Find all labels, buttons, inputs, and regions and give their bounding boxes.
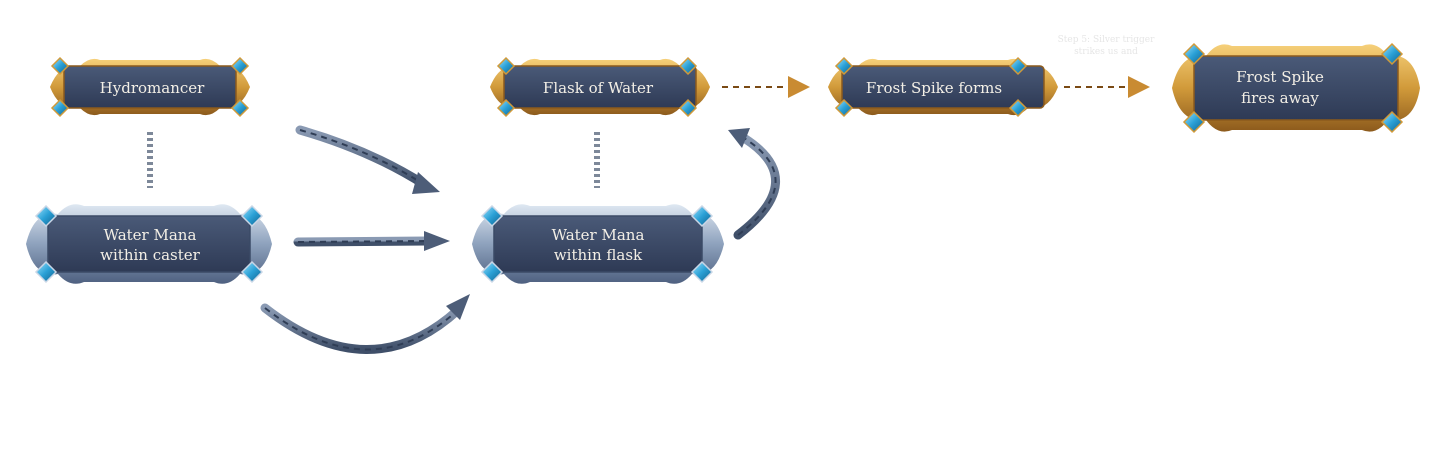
node-water-mana-within-caster-label-line1: Water Mana [104,226,197,244]
node-frost-spike-forms: Frost Spike forms [828,56,1058,118]
arrow-frost-spike-to-fires [1059,76,1150,98]
node-frost-spike-fires-away-label-line1: Frost Spike [1236,68,1324,86]
arrow-flask-to-frost-spike [717,76,810,98]
svg-text:strikes us and: strikes us and [1074,47,1138,57]
node-frost-spike-fires-away-label-line2: fires away [1241,89,1319,107]
node-water-mana-within-flask-label-line1: Water Mana [552,226,645,244]
node-frost-spike-forms-label: Frost Spike forms [866,79,1002,97]
node-flask-of-water: Flask of Water [490,56,710,118]
node-flask-of-water-label: Flask of Water [543,79,654,97]
node-hydromancer: Hydromancer [50,56,250,118]
arrow-caster-to-flask-middle [293,231,450,251]
node-water-mana-within-caster: Water Mana within caster [26,204,272,284]
faint-step-note: Step 5: Silver trigger strikes us and [1058,35,1155,57]
svg-text:Step 5: Silver trigger: Step 5: Silver trigger [1058,35,1155,45]
node-water-mana-within-caster-label-line2: within caster [100,246,200,264]
arrow-caster-to-flask-upper [295,125,440,194]
node-frost-spike-fires-away: Frost Spike fires away [1172,42,1420,134]
arrow-flask-mana-to-flask [728,128,781,240]
node-water-mana-within-flask: Water Mana within flask [472,204,724,284]
node-water-mana-within-flask-label-line2: within flask [554,246,643,264]
arrow-caster-to-flask-lower [260,294,470,354]
node-hydromancer-label: Hydromancer [100,79,205,97]
